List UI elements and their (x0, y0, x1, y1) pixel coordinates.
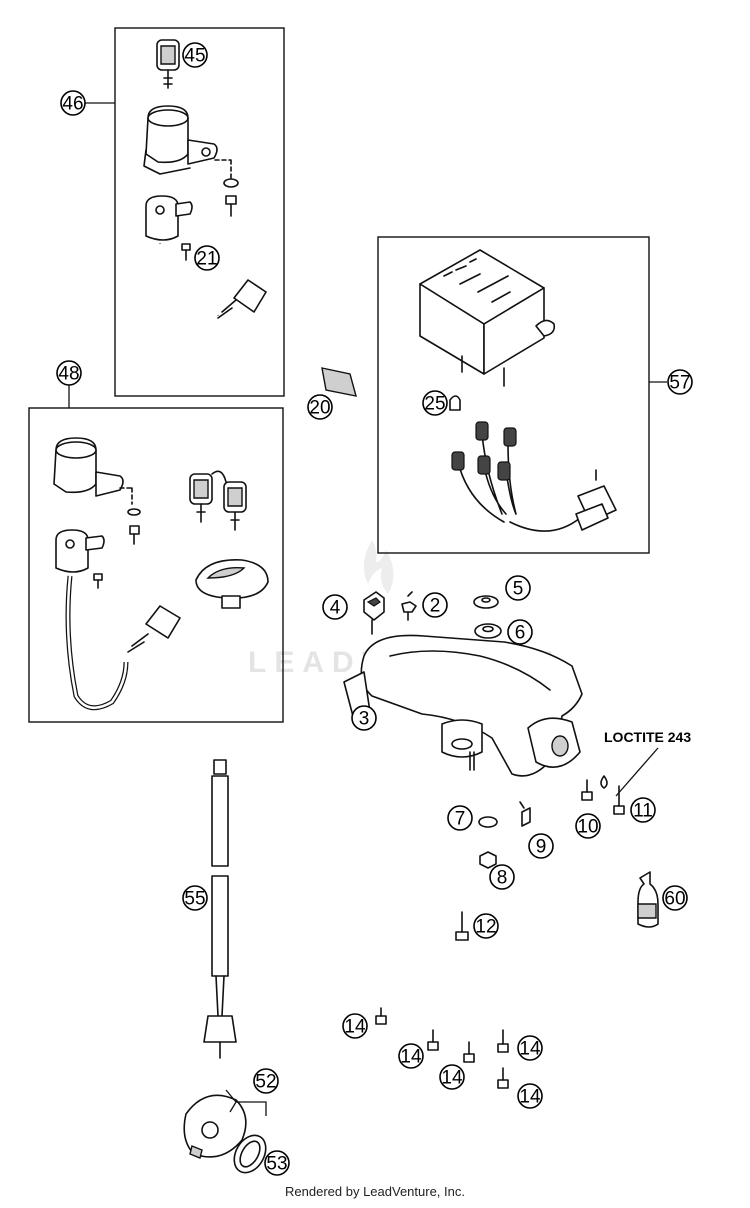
speedo-cable-part: 55 (182, 759, 237, 1059)
callout-3: 3 (351, 705, 377, 731)
callout-7: 7 (447, 805, 473, 831)
loctite-label: LOCTITE 243 (604, 729, 691, 745)
svg-text:9: 9 (536, 837, 547, 858)
callout-52: 52 (253, 1068, 279, 1094)
svg-text:60: 60 (664, 889, 685, 910)
svg-text:8: 8 (497, 868, 508, 889)
speedo-drive-part: 52 53 (183, 1068, 290, 1176)
group-box-46 (114, 27, 285, 397)
callout-4: 4 (322, 594, 348, 620)
callout-53: 53 (264, 1150, 290, 1176)
callout-9: 9 (528, 833, 554, 859)
svg-text:53: 53 (266, 1154, 287, 1175)
callout-45: 45 (182, 42, 208, 68)
callout-25: 25 (422, 390, 448, 416)
svg-text:14: 14 (441, 1068, 463, 1089)
loctite-note: LOCTITE 243 (600, 729, 691, 797)
svg-text:7: 7 (455, 809, 466, 830)
callout-60: 60 (662, 885, 688, 911)
callout-14-e: 14 (517, 1083, 543, 1109)
bulb-25-drawing (449, 395, 461, 411)
lock-set-group-48: 48 (28, 360, 284, 723)
svg-text:14: 14 (344, 1017, 366, 1038)
svg-text:25: 25 (424, 394, 445, 415)
rubber-pad-part: 20 (307, 367, 357, 420)
callout-57: 57 (667, 369, 693, 395)
svg-text:11: 11 (633, 801, 653, 822)
callout-14-c: 14 (517, 1035, 543, 1061)
svg-text:12: 12 (475, 917, 496, 938)
callout-8: 8 (489, 864, 515, 890)
keys-pair-drawing (189, 470, 247, 531)
svg-text:14: 14 (519, 1039, 541, 1060)
svg-text:20: 20 (309, 398, 330, 419)
loctite-bottle-part: 60 (637, 871, 688, 928)
lock-cylinder-drawing (143, 105, 218, 175)
callout-11: 11 (630, 797, 656, 823)
svg-text:10: 10 (577, 817, 598, 838)
washer-screw-drawing (214, 159, 239, 217)
small-parts-2-4-5-6: 4 2 5 6 (322, 575, 533, 645)
svg-text:21: 21 (196, 249, 217, 270)
callout-14-d: 14 (439, 1064, 465, 1090)
svg-text:45: 45 (184, 46, 205, 67)
svg-text:14: 14 (519, 1087, 541, 1108)
svg-text:46: 46 (62, 94, 83, 115)
svg-text:14: 14 (400, 1047, 422, 1068)
ignition-switch-drawing (145, 195, 267, 382)
tank-cap-drawing (195, 559, 269, 609)
callout-48: 48 (56, 360, 82, 386)
svg-text:4: 4 (330, 598, 341, 619)
group-box-48 (28, 407, 284, 723)
svg-text:5: 5 (513, 579, 524, 600)
ignition-switch-2-drawing (55, 529, 181, 711)
callout-21: 21 (194, 245, 220, 271)
callout-14-b: 14 (398, 1043, 424, 1069)
callout-2: 2 (422, 592, 448, 618)
callout-5: 5 (505, 575, 531, 601)
callout-10: 10 (575, 813, 601, 839)
lock-cylinder-2-drawing (53, 437, 141, 545)
footer-credit: Rendered by LeadVenture, Inc. (285, 1184, 465, 1199)
svg-text:52: 52 (255, 1072, 276, 1093)
callout-12: 12 (473, 913, 499, 939)
triple-clamp-part: 3 (343, 634, 583, 777)
svg-text:48: 48 (58, 364, 79, 385)
ignition-lock-group-46: 45 46 21 (60, 27, 285, 397)
callout-6: 6 (507, 619, 533, 645)
meter-housing-drawing (419, 249, 556, 387)
svg-text:6: 6 (515, 623, 526, 644)
svg-text:57: 57 (669, 373, 690, 394)
group-box-57 (377, 236, 650, 554)
callout-55: 55 (182, 885, 208, 911)
meter-wiring-drawing (451, 421, 617, 532)
small-parts-7-to-12: 7 9 8 10 11 12 (447, 779, 656, 941)
svg-text:55: 55 (184, 889, 205, 910)
callout-20: 20 (307, 394, 333, 420)
screws-14-parts: 14 14 14 14 14 (342, 1007, 543, 1109)
svg-text:3: 3 (359, 709, 370, 730)
callout-14-a: 14 (342, 1013, 368, 1039)
meter-group-57: 25 57 (377, 236, 693, 554)
callout-46: 46 (60, 90, 115, 116)
key-part-drawing (156, 39, 180, 89)
svg-text:2: 2 (430, 596, 441, 617)
